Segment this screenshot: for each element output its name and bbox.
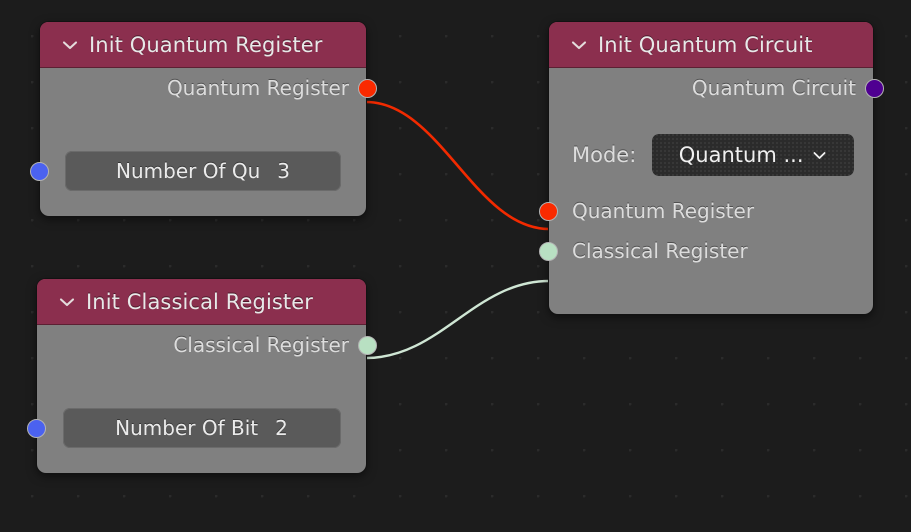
node-header-init-quantum-register[interactable]: Init Quantum Register [40,22,366,68]
node-init-classical-register[interactable]: Init Classical Register Classical Regist… [26,279,377,473]
input-label: Quantum Register [572,199,755,223]
output-row-quantum-register[interactable]: Quantum Register [40,68,377,108]
field-value: 3 [277,159,290,183]
node-init-quantum-circuit[interactable]: Init Quantum Circuit Quantum Circuit Mod… [538,22,884,314]
chevron-down-icon[interactable] [569,35,589,55]
number-of-qubits-field[interactable]: Number Of Qu 3 [65,151,341,191]
quantum-register-link [364,100,551,231]
node-title: Init Quantum Circuit [598,32,813,57]
classical-register-output-socket[interactable] [357,336,377,355]
input-row-quantum-register[interactable]: Quantum Register [538,191,873,231]
node-spacer [549,108,873,133]
quantum-register-input-socket[interactable] [538,202,558,221]
input-row-classical-register[interactable]: Classical Register [538,231,873,271]
quantum-register-output-socket[interactable] [357,79,377,98]
node-title: Init Classical Register [86,289,314,314]
mode-label: Mode: [572,143,637,167]
classical-register-input-socket[interactable] [538,242,558,261]
chevron-down-icon[interactable] [811,147,828,164]
field-row-number-of-bits[interactable]: Number Of Bit 2 [26,408,366,448]
field-label: Number Of Qu [116,159,261,183]
number-of-qubits-input-socket[interactable] [29,162,49,181]
node-init-quantum-register[interactable]: Init Quantum Register Quantum Register N… [29,22,377,216]
node-header-init-quantum-circuit[interactable]: Init Quantum Circuit [549,22,873,68]
node-spacer [40,108,366,151]
field-value: 2 [275,416,288,440]
node-body-init-quantum-circuit: Quantum Circuit Mode: Quantum ... Quantu… [538,68,884,271]
number-of-bits-input-socket[interactable] [26,419,46,438]
output-row-classical-register[interactable]: Classical Register [37,325,377,365]
output-label: Classical Register [173,333,349,357]
chevron-down-icon[interactable] [60,35,80,55]
node-body-init-classical-register: Classical Register Number Of Bit 2 [26,325,377,448]
chevron-down-icon[interactable] [57,292,77,312]
classical-register-link [364,279,551,360]
output-label: Quantum Circuit [691,76,856,100]
node-title: Init Quantum Register [89,32,323,57]
input-label: Classical Register [572,239,748,263]
node-spacer [37,365,366,408]
mode-enum-row[interactable]: Mode: Quantum ... [549,133,873,177]
quantum-circuit-output-socket[interactable] [864,79,884,98]
node-header-init-classical-register[interactable]: Init Classical Register [37,279,366,325]
node-body-init-quantum-register: Quantum Register Number Of Qu 3 [29,68,377,191]
mode-dropdown-value: Quantum ... [678,143,804,167]
field-row-number-of-qubits[interactable]: Number Of Qu 3 [29,151,366,191]
output-row-quantum-circuit[interactable]: Quantum Circuit [549,68,884,108]
node-spacer [549,177,873,191]
output-label: Quantum Register [166,76,349,100]
field-label: Number Of Bit [115,416,259,440]
mode-dropdown[interactable]: Quantum ... [652,134,854,176]
number-of-bits-field[interactable]: Number Of Bit 2 [62,408,341,448]
